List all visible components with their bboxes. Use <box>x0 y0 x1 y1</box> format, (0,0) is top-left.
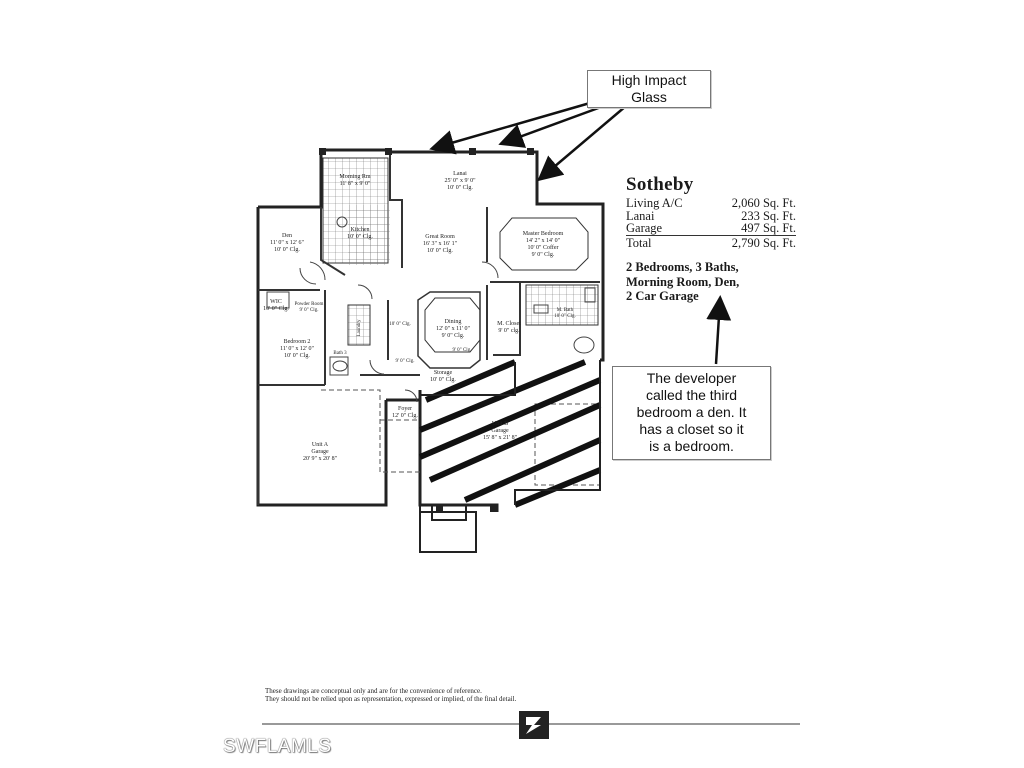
feature-line: Morning Room, Den, <box>626 274 740 289</box>
callout-line: The developer <box>646 370 737 386</box>
dining-outline <box>417 291 481 369</box>
ceiling-note-2: 9' 0" Clg. <box>396 359 415 364</box>
doors <box>299 261 499 403</box>
laundry-label: Laundry <box>357 319 362 336</box>
builder-logo-mark <box>526 717 541 734</box>
ceiling-note-3: 9' 0" Clg. <box>453 348 472 353</box>
callout-line: called the third <box>645 387 738 403</box>
callout-line: High Impact <box>611 72 687 88</box>
bath-3-label: Bath 3 <box>333 351 347 356</box>
callout-line: Glass <box>631 89 667 105</box>
unit-b-outline <box>419 360 601 553</box>
total-row: Total 2,790 Sq. Ft. <box>626 235 796 249</box>
kitchen-tile <box>348 205 390 265</box>
developer-note-callout: The developer called the third bedroom a… <box>612 366 771 460</box>
master-bedroom-coffer <box>499 217 589 271</box>
disclaimer-line: These drawings are conceptual only and a… <box>265 687 482 695</box>
ceiling-note-1: 10' 0" Clg. <box>389 322 410 327</box>
total-label: Total <box>626 235 652 250</box>
callout-line: has a closet so it <box>639 421 744 437</box>
interior-walls <box>257 152 600 505</box>
area-row: Lanai 233 Sq. Ft. <box>626 208 796 223</box>
callout-line: bedroom a den. It <box>636 404 747 420</box>
area-label: Lanai <box>626 208 655 223</box>
area-label: Living A/C <box>626 196 683 210</box>
disclaimer-line: They should not be relied upon as repres… <box>265 694 517 703</box>
features-list: 2 Bedrooms, 3 Baths, Morning Room, Den, … <box>626 260 798 303</box>
area-row: Living A/C 2,060 Sq. Ft. <box>626 197 796 210</box>
area-label: Garage <box>626 222 706 236</box>
arrows <box>429 101 732 365</box>
callout-line: is a bedroom. <box>649 438 734 454</box>
model-info: Sotheby Living A/C 2,060 Sq. Ft. Lanai 233… <box>626 174 798 303</box>
watermark: SWFLAMLS <box>223 736 332 757</box>
area-value: 2,060 Sq. Ft. <box>731 196 796 210</box>
fixtures <box>266 216 596 376</box>
model-name: Sotheby <box>626 174 694 195</box>
feature-line: 2 Car Garage <box>626 288 699 303</box>
area-table: Living A/C 2,060 Sq. Ft. Lanai 233 Sq. Ft.… <box>626 197 796 249</box>
high-impact-glass-callout: High Impact Glass <box>587 70 711 108</box>
total-value: 2,790 Sq. Ft. <box>731 235 796 250</box>
area-value: 497 Sq. Ft. <box>705 222 796 236</box>
dining-coffer <box>424 297 481 353</box>
disclaimer: These drawings are conceptual only and a… <box>265 687 517 703</box>
area-value: 233 Sq. Ft. <box>741 208 796 223</box>
bath-tile <box>347 304 371 346</box>
posts <box>319 148 534 512</box>
feature-line: 2 Bedrooms, 3 Baths, <box>626 260 739 275</box>
unit-b-strike-lines <box>418 359 602 508</box>
